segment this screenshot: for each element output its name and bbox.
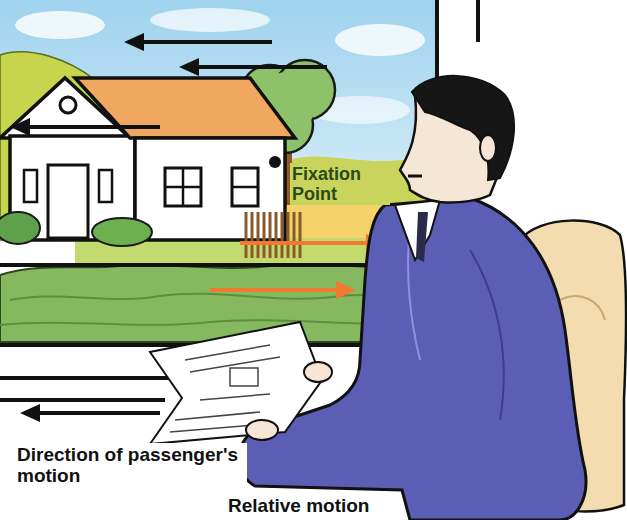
passenger-part (412, 76, 514, 180)
fence-part (281, 212, 284, 258)
newspaper-part (150, 322, 322, 444)
fence-part (287, 212, 290, 258)
hand-part (246, 420, 278, 440)
direction-arrow (20, 404, 160, 422)
hand-part (304, 362, 332, 382)
relative-arrow (210, 234, 386, 299)
fence-part (293, 212, 296, 258)
motion-arrow (10, 33, 327, 136)
newspaper-part (190, 357, 280, 372)
house-part (48, 165, 88, 238)
fence-part (251, 212, 254, 258)
motion-arrow-part (179, 58, 199, 76)
house-part (165, 186, 201, 189)
window-frame-part (476, 0, 480, 42)
fence-part (299, 212, 302, 258)
house-part (99, 170, 112, 202)
caption: Relative motion (226, 494, 371, 517)
house-part (232, 186, 258, 189)
passenger-part (480, 135, 496, 161)
fixation-dot-part (269, 156, 281, 168)
motion-arrow-part (26, 125, 160, 129)
newspaper-part (185, 345, 270, 360)
passenger-part (416, 212, 428, 262)
motion-arrow-part (140, 40, 272, 44)
fence-part (263, 212, 266, 258)
relative-arrow-part (210, 288, 338, 292)
motion-arrow-part (124, 33, 144, 51)
hand (246, 362, 332, 440)
sky-part (15, 11, 105, 39)
direction-label: Direction of passenger's motion (15, 443, 247, 488)
chair-part (560, 296, 605, 320)
newspaper-part (230, 368, 258, 386)
window-frame-part (0, 398, 165, 402)
sky-part (335, 24, 425, 56)
bush (0, 212, 152, 246)
bush-part (92, 218, 152, 246)
house-part (24, 170, 37, 202)
relative-arrow-part (336, 281, 356, 299)
motion-arrow-part (195, 65, 327, 69)
passenger (239, 76, 586, 520)
fixation-label: Fixation Point (290, 163, 390, 205)
fence-part (275, 212, 278, 258)
passenger-part (408, 175, 422, 178)
newspaper-part (200, 394, 270, 400)
newspaper-part (170, 425, 255, 432)
fixation-dot (269, 156, 281, 168)
fence-part (245, 212, 248, 258)
direction-arrow-part (20, 404, 40, 422)
fence-part (269, 212, 272, 258)
motion-arrow-part (10, 118, 30, 136)
passenger-part (470, 250, 504, 420)
newspaper-part (175, 412, 260, 420)
house-part (60, 97, 76, 113)
fence-part (257, 212, 260, 258)
sky-part (150, 8, 270, 32)
relative-arrow-part (240, 241, 368, 245)
house-part (165, 168, 201, 206)
direction-arrow-part (36, 411, 160, 415)
fence (246, 212, 300, 258)
house-part (232, 168, 258, 206)
bush-part (0, 212, 40, 244)
newspaper (150, 322, 322, 444)
